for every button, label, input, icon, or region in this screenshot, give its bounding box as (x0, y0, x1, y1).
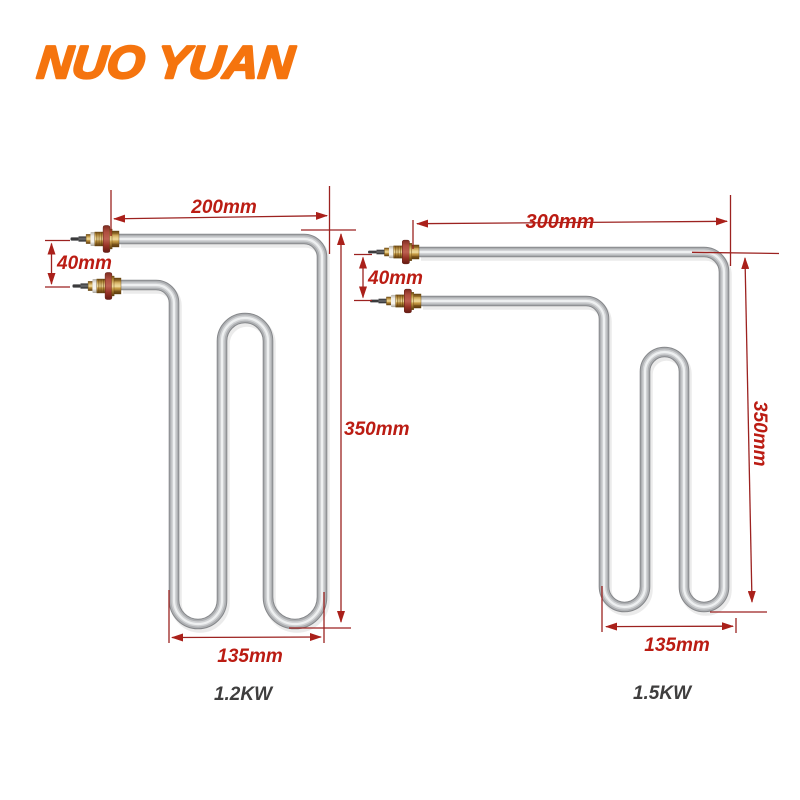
terminal-pin-assembly (367, 239, 420, 265)
power-label-right: 1.5KW (633, 683, 693, 704)
terminal-pin-assembly (369, 288, 422, 314)
dimension-40mm-left: 40mm (45, 239, 112, 288)
dimension-350mm-left: 350mm (289, 229, 410, 629)
brand-logo: NUO YUAN (35, 36, 298, 88)
heating-tube-right (419, 246, 730, 613)
heater-right: 300mm 40mm 350mm 135mm 1.5KW (354, 195, 780, 704)
dim-label-gap-right: 40mm (367, 268, 423, 289)
terminal-pin-assembly (71, 271, 122, 301)
terminal-pin-assembly (69, 224, 120, 254)
dimension-40mm-right: 40mm (354, 253, 423, 302)
heater-left: 200mm 40mm 350mm 135mm 1.2KW (45, 186, 410, 705)
dim-label-top-right: 300mm (526, 211, 595, 233)
dim-label-width-left: 135mm (217, 646, 283, 667)
dim-label-height-left: 350mm (344, 419, 410, 440)
dim-label-height-right: 350mm (749, 401, 770, 467)
dimension-135mm-left: 135mm (168, 590, 325, 667)
heating-tube-left (119, 233, 328, 630)
dim-label-width-right: 135mm (644, 635, 710, 656)
dimension-200mm-left: 200mm (110, 186, 331, 254)
dim-label-top-left: 200mm (190, 197, 257, 218)
dim-label-gap-left: 40mm (56, 253, 112, 274)
dimension-300mm-right: 300mm (412, 195, 732, 266)
dimension-350mm-right: 350mm (691, 251, 780, 613)
dimension-135mm-right: 135mm (601, 586, 737, 656)
power-label-left: 1.2KW (214, 684, 274, 705)
